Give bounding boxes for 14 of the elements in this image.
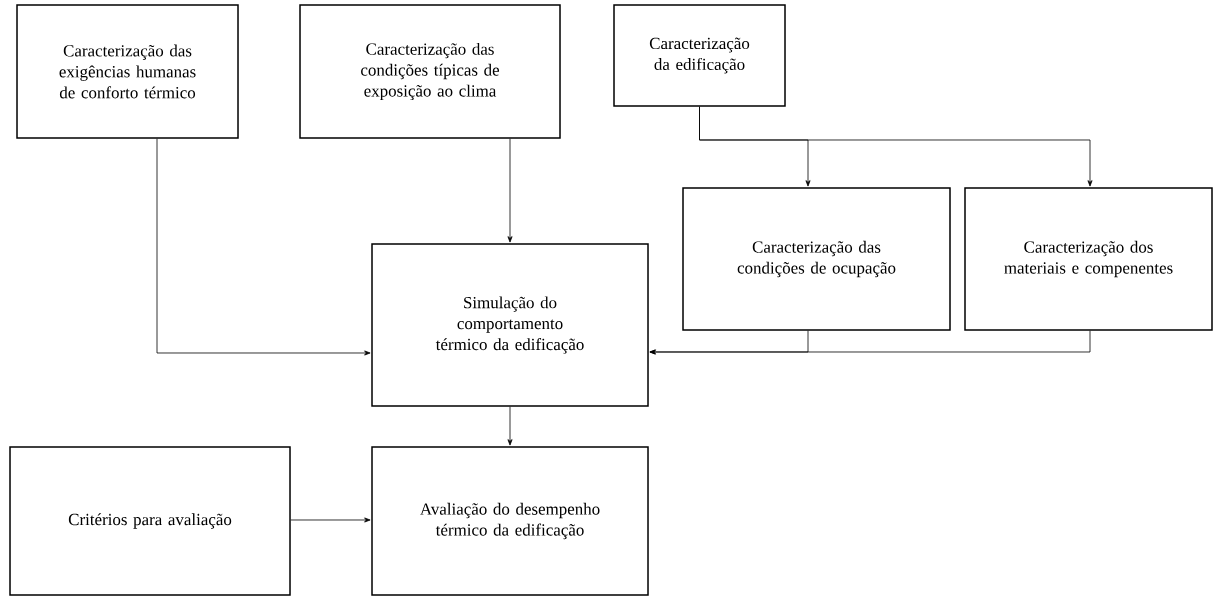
arrow (290, 517, 371, 523)
arrow (156, 138, 371, 356)
arrow (507, 138, 513, 243)
process-box: Caracterização das condições típicas de exposição ao clima (299, 4, 561, 139)
process-box: Caracterização das exigências humanas de conforto térmico (16, 4, 239, 139)
process-box: Avaliação do desempenho térmico da edificação (371, 446, 649, 596)
arrow (699, 106, 1093, 187)
arrow (507, 406, 513, 446)
process-box: Caracterização da edificação (613, 4, 786, 107)
process-box: Caracterização das condições de ocupação (682, 187, 951, 331)
process-box: Simulação do comportamento térmico da edificação (371, 243, 649, 407)
arrow (649, 330, 1091, 355)
process-box: Critérios para avaliação (9, 446, 291, 596)
process-box: Caracterização dos materiais e compenentes (964, 187, 1213, 331)
